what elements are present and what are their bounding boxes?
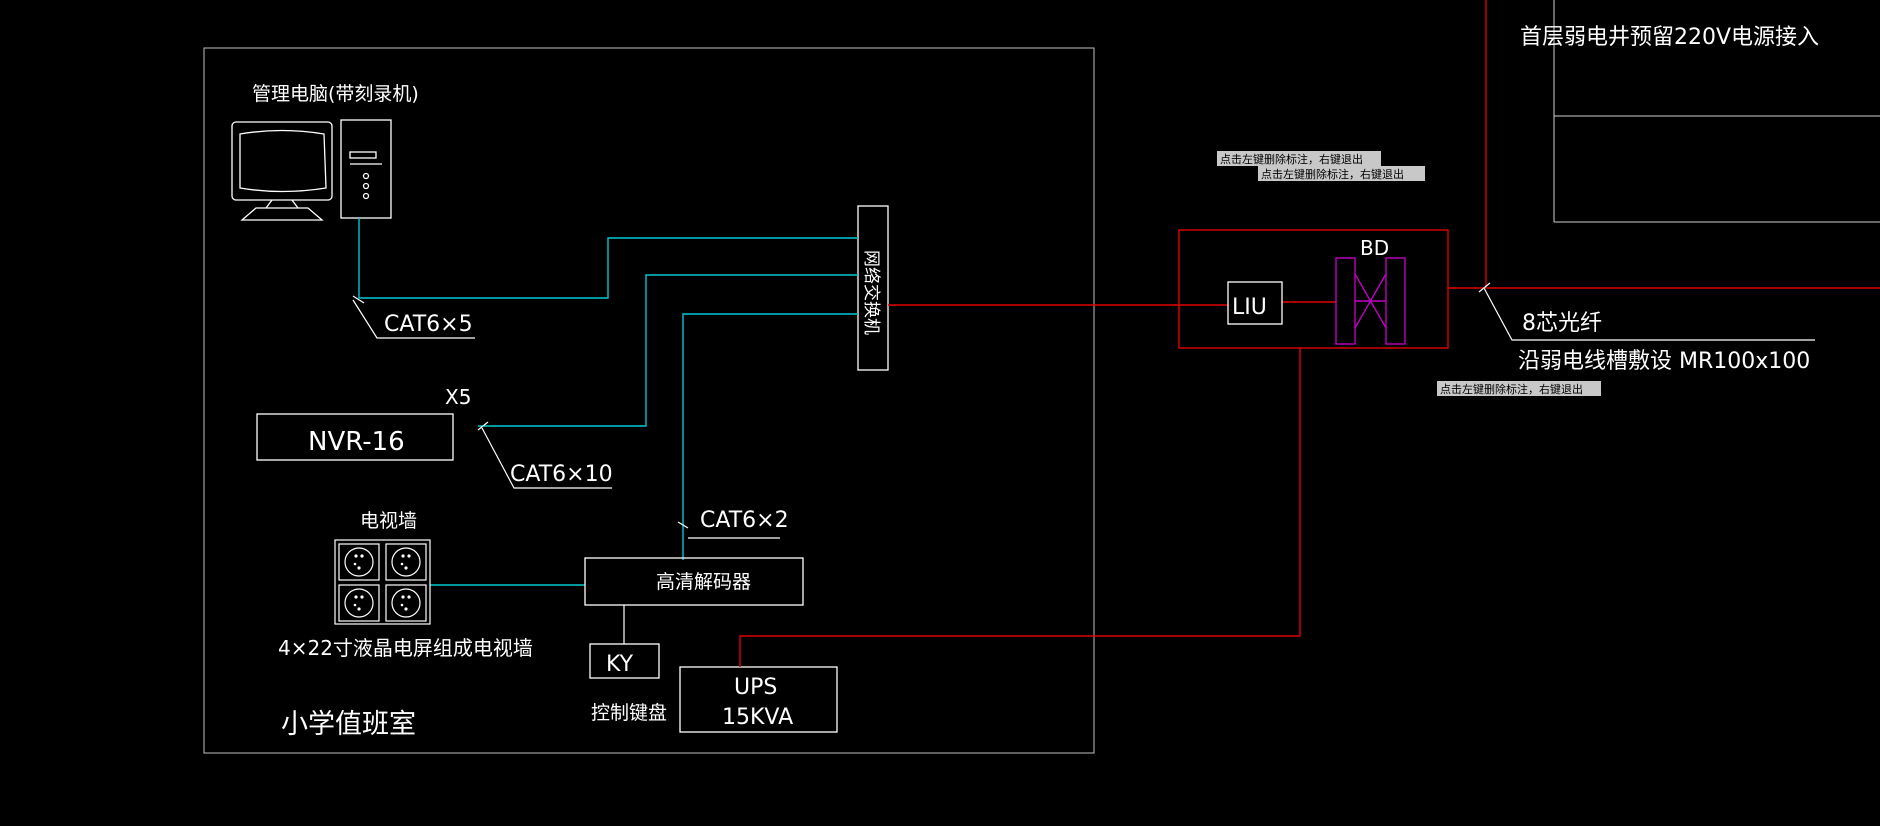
svg-text:点击左键删除标注，右键退出: 点击左键删除标注，右键退出 (1440, 382, 1583, 396)
keyboard-code: KY (606, 652, 634, 677)
tv-wall-caption: 4×22寸液晶电屏组成电视墙 (278, 636, 533, 660)
tooltip-1: 点击左键删除标注，右键退出 (1217, 151, 1381, 166)
pc-cable-label: CAT6×5 (384, 312, 473, 337)
bd-label: BD (1360, 236, 1389, 260)
keyboard-label: 控制键盘 (591, 702, 667, 724)
keyboard-box (589, 643, 660, 679)
power-note: 首层弱电井预留220V电源接入 (1520, 25, 1819, 50)
monitor-icon (231, 121, 333, 221)
fiber-route: 沿弱电线槽敷设 MR100x100 (1518, 349, 1810, 374)
ups-box (679, 666, 838, 733)
tooltip-2: 点击左键删除标注，右键退出 (1258, 166, 1425, 181)
decoder-cable-label: CAT6×2 (700, 508, 789, 533)
nvr-cable-label: CAT6×10 (510, 462, 613, 487)
tv-wall-icon (334, 539, 431, 625)
cyan-cables (358, 218, 858, 586)
bd-frame (1335, 257, 1406, 345)
computer-label: 管理电脑(带刻录机) (252, 83, 419, 105)
ups-line2: 15KVA (722, 705, 793, 730)
ups-line1: UPS (734, 675, 777, 700)
network-switch-box (857, 205, 889, 371)
switch-label: 网络交换机 (861, 250, 881, 335)
room-label: 小学值班室 (281, 709, 416, 740)
tv-wall-title: 电视墙 (360, 510, 417, 532)
tv-wall-dots (353, 554, 411, 611)
room-frame (203, 47, 1095, 754)
nvr-count: X5 (445, 385, 471, 409)
liu-box (1227, 281, 1283, 325)
power-room-frame (1553, 0, 1880, 223)
decoder-label: 高清解码器 (656, 571, 751, 593)
svg-text:点击左键删除标注，右键退出: 点击左键删除标注，右键退出 (1261, 167, 1404, 181)
decoder-box (584, 557, 804, 606)
tooltip-3: 点击左键删除标注，右键退出 (1437, 381, 1601, 396)
leader-lines (352, 295, 780, 644)
nvr-box (256, 413, 454, 461)
red-lines (739, 0, 1880, 667)
fiber-label: 8芯光纤 (1522, 311, 1602, 336)
nvr-label: NVR-16 (308, 427, 405, 457)
pc-tower-icon (340, 119, 392, 219)
svg-text:点击左键删除标注，右键退出: 点击左键删除标注，右键退出 (1220, 152, 1363, 166)
fiber-leader (1478, 282, 1815, 341)
liu-label: LIU (1232, 295, 1267, 320)
